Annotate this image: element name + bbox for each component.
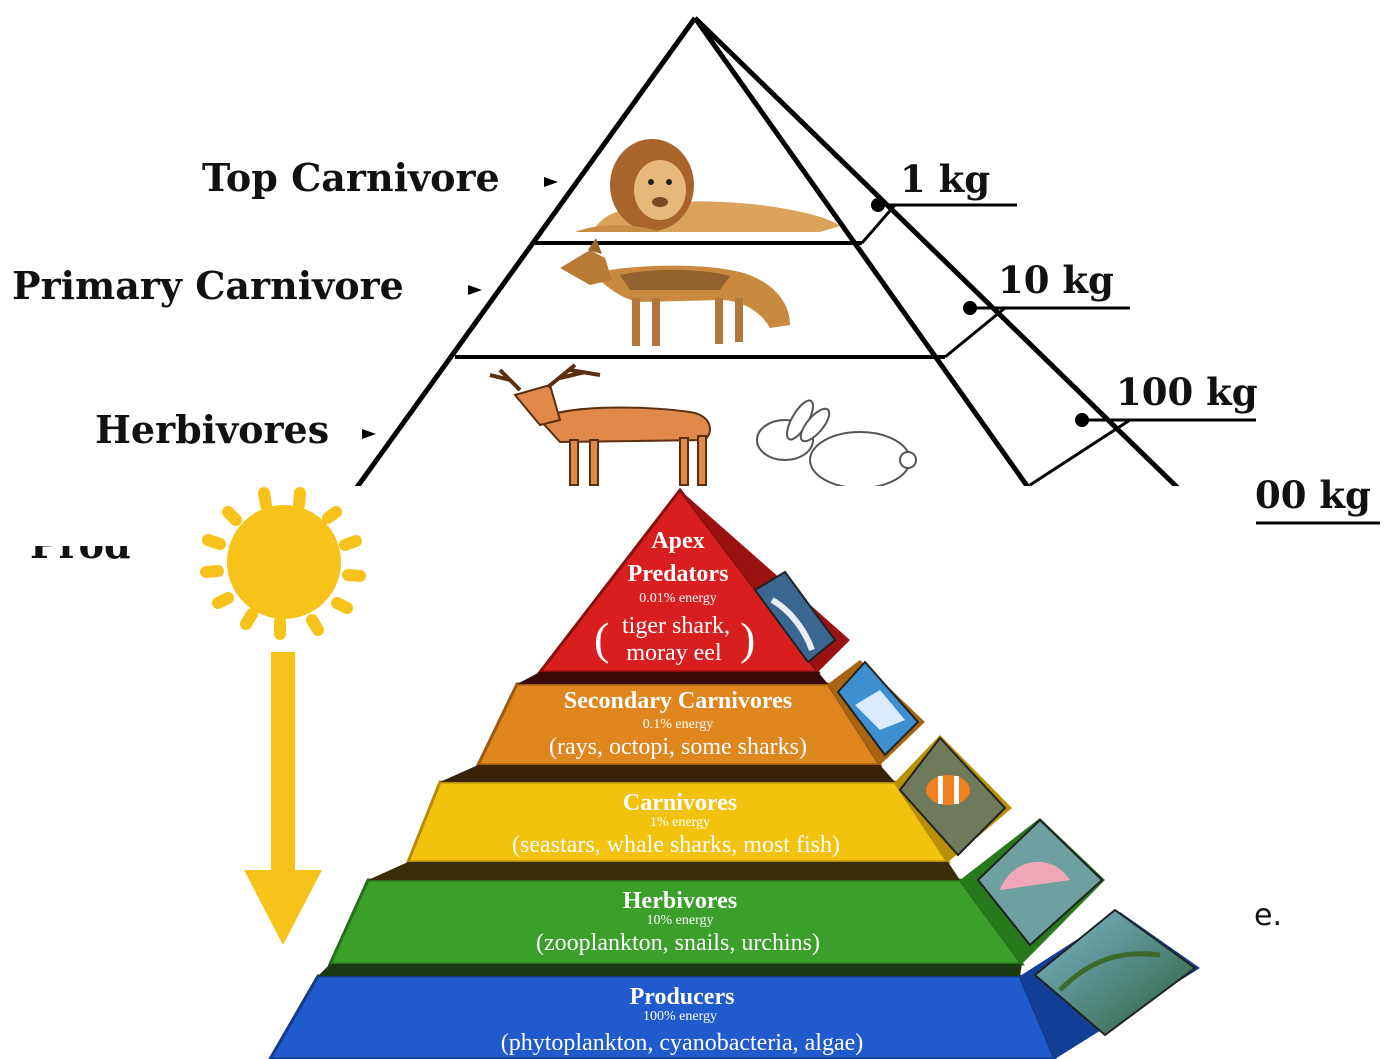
apex-paren-open: ( bbox=[594, 613, 609, 664]
pyramid-outline bbox=[352, 16, 1182, 492]
apex-examples-line1: tiger shark, bbox=[622, 613, 730, 639]
scallop-photo-icon bbox=[976, 818, 1104, 947]
secondary-carnivores-examples: (rays, octopi, some sharks) bbox=[549, 734, 807, 760]
mass-label-10kg: 10 kg bbox=[998, 258, 1114, 302]
lion-icon bbox=[575, 139, 840, 232]
jackal-icon bbox=[560, 238, 790, 346]
apex-title-line2: Predators bbox=[628, 561, 729, 587]
carnivores-title: Carnivores bbox=[623, 790, 737, 816]
deer-icon bbox=[489, 363, 711, 486]
apex-title-line1: Apex bbox=[651, 528, 704, 554]
shark-photo-icon bbox=[753, 570, 837, 664]
producers-examples: (phytoplankton, cyanobacteria, algae) bbox=[501, 1030, 864, 1056]
kelp-photo-icon bbox=[1033, 908, 1197, 1037]
secondary-carnivores-energy: 0.1% energy bbox=[643, 717, 714, 732]
level-label-top-carnivore: Top Carnivore bbox=[202, 155, 500, 200]
energy-flow-arrow-icon bbox=[244, 652, 322, 945]
producers-energy: 100% energy bbox=[643, 1009, 717, 1024]
level-label-primary-carnivore: Primary Carnivore bbox=[12, 263, 404, 308]
biomass-pyramid: 1 kg 10 kg 100 kg 00 kg Top Carnivore Pr… bbox=[12, 16, 1380, 567]
herbivores-examples: (zooplankton, snails, urchins) bbox=[536, 930, 820, 956]
mass-label-1kg: 1 kg bbox=[900, 157, 990, 201]
apex-examples-line2: moray eel bbox=[626, 640, 722, 666]
apex-paren-close: ) bbox=[740, 613, 755, 664]
clownfish-photo-icon bbox=[898, 736, 1007, 857]
herbivores-energy: 10% energy bbox=[647, 913, 714, 928]
arrow-head-icon bbox=[468, 285, 482, 295]
ray-photo-icon bbox=[836, 660, 920, 757]
carnivores-examples: (seastars, whale sharks, most fish) bbox=[512, 832, 840, 858]
carnivores-energy: 1% energy bbox=[650, 815, 710, 830]
level-label-herbivores: Herbivores bbox=[95, 407, 329, 452]
secondary-carnivores-title: Secondary Carnivores bbox=[564, 688, 792, 714]
producers-title: Producers bbox=[630, 984, 735, 1010]
mass-label-1000kg: 00 kg bbox=[1255, 473, 1371, 517]
arrow-head-icon bbox=[544, 177, 558, 187]
apex-energy: 0.01% energy bbox=[639, 591, 717, 606]
arrow-head-icon bbox=[362, 429, 376, 439]
herbivores-title: Herbivores bbox=[623, 888, 737, 914]
mass-label-100kg: 100 kg bbox=[1116, 370, 1258, 414]
rabbit-icon bbox=[756, 399, 917, 489]
stray-text: e. bbox=[1254, 898, 1282, 933]
sun-icon bbox=[200, 487, 366, 640]
mass-marker-100kg bbox=[1075, 413, 1256, 427]
overlap-mask bbox=[0, 486, 1250, 546]
mass-marker-1kg bbox=[871, 198, 1017, 212]
marine-pyramid: Apex Predators 0.01% energy ( tiger shar… bbox=[268, 487, 1200, 1059]
overlap-mask bbox=[1250, 540, 1397, 1059]
mass-marker-10kg bbox=[963, 301, 1130, 315]
